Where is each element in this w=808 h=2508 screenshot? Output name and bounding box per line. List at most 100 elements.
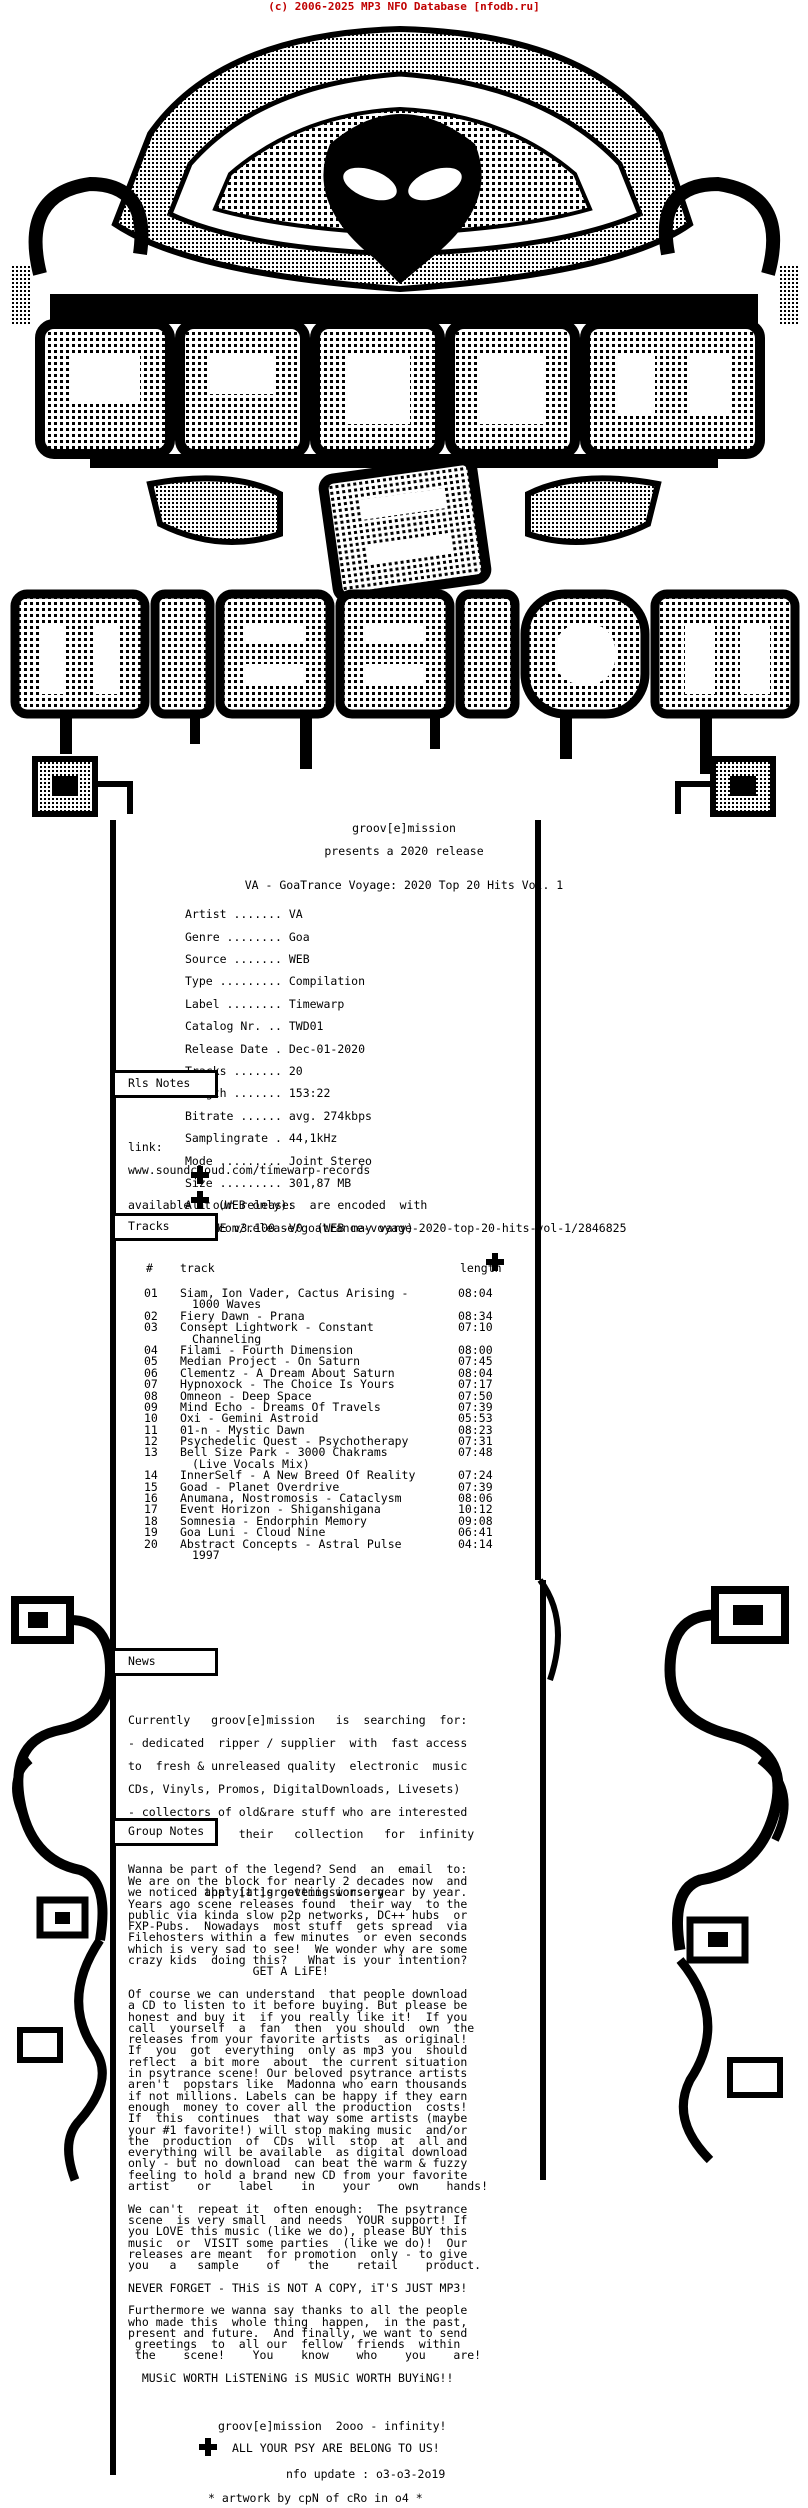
- track-number: 05: [144, 1354, 158, 1369]
- track-length: 06:41: [458, 1525, 493, 1540]
- footer-infinity: groov[e]mission 2ooo - infinity!: [218, 2419, 447, 2433]
- track-length: 08:04: [458, 1286, 493, 1300]
- track-number: 08: [144, 1388, 158, 1403]
- track-length: 08:34: [458, 1308, 493, 1323]
- group-notes-line: Years ago scene releases found their way…: [128, 1896, 468, 1911]
- group-notes-line: releases from your favorite artists as o…: [128, 2032, 468, 2047]
- group-notes-line: public via kinda slow p2p networks, DC++…: [128, 1907, 468, 1922]
- track-row: 15 Goad - Planet Overdrive 07:39: [140, 1479, 530, 1494]
- track-number: 20: [144, 1536, 158, 1551]
- left-vine-ornament: [11, 1596, 116, 2182]
- intro-group-name: groov[e]mission: [352, 821, 456, 836]
- track-number: 10: [144, 1411, 158, 1426]
- track-number: 19: [144, 1525, 158, 1540]
- group-notes-line: We can't repeat it often enough: The psy…: [128, 2201, 468, 2216]
- group-notes-line: music or VISIT some parties (like we do)…: [128, 2235, 468, 2250]
- contact-email[interactable]: apply[at]groovemission.org: [128, 1884, 385, 1899]
- group-notes-line: Filehosters within a few minutes or even…: [128, 1930, 468, 1945]
- info-samplingrate: Samplingrate . 44,1kHz: [185, 1131, 338, 1146]
- track-length: 07:24: [458, 1468, 493, 1483]
- group-notes-line: MUSiC WORTH LiSTENiNG iS MUSiC WORTH BUY…: [128, 2371, 454, 2386]
- group-notes-line: your #1 favorite!) will stop making musi…: [128, 2122, 468, 2137]
- track-number: 03: [144, 1320, 158, 1335]
- info-release-date: Release Date . Dec-01-2020: [185, 1041, 366, 1056]
- track-title: Consept Lightwork - Constant: [180, 1320, 374, 1335]
- info-bitrate: Bitrate ...... avg. 274kbps: [185, 1108, 372, 1123]
- footer-psy: ALL YOUR PSY ARE BELONG TO US!: [232, 2441, 440, 2455]
- news-line: Currently groov[e]mission is searching f…: [128, 1713, 468, 1728]
- right-rail: [535, 820, 541, 1580]
- right-vine-ornament: [537, 1578, 789, 2180]
- news-title-box: [112, 1648, 218, 1676]
- info-artist: Artist ....... VA: [185, 907, 303, 922]
- tracks-col-num: #: [146, 1261, 153, 1275]
- info-type: Type ......... Compilation: [185, 974, 366, 989]
- track-title: Mind Echo - Dreams Of Travels: [180, 1399, 381, 1414]
- track-title: Anumana, Nostromosis - Cataclysm: [180, 1491, 402, 1506]
- track-length: 07:39: [458, 1479, 493, 1494]
- track-title: Abstract Concepts - Astral Pulse: [180, 1536, 402, 1551]
- group-notes-title: Group Notes: [128, 1824, 205, 1838]
- group-notes-line: call yourself a fan then you should own …: [128, 2020, 475, 2035]
- track-title: Goad - Planet Overdrive: [180, 1479, 340, 1494]
- left-rail: [110, 820, 116, 2475]
- track-title: Filami - Fourth Dimension: [180, 1342, 354, 1357]
- group-notes-line: which is very sad to see! We wonder why …: [128, 1941, 468, 1956]
- track-title-continuation: 1000 Waves: [192, 1297, 262, 1312]
- group-notes-line: If this continues that way some artists …: [128, 2111, 468, 2126]
- rls-link-label: link:: [128, 1139, 163, 1154]
- track-number: 01: [144, 1286, 158, 1300]
- group-notes-line: aren't popstars like Madonna who earn th…: [128, 2077, 468, 2092]
- track-title: Oxi - Gemini Astroid: [180, 1411, 319, 1426]
- release-info: Artist ....... VA Genre ........ Goa Sou…: [185, 898, 427, 1245]
- track-length: 08:23: [458, 1422, 493, 1437]
- track-number: 06: [144, 1365, 158, 1380]
- group-notes-line: We are on the block for nearly 2 decades…: [128, 1874, 468, 1888]
- tracks-col-length: length: [460, 1261, 502, 1275]
- rls-notes-title-box: [112, 1070, 218, 1098]
- beatport-link[interactable]: www.beatport.com/release/goatrance-voyag…: [128, 1220, 627, 1235]
- group-notes-line: scene is very small and needs YOUR suppo…: [128, 2212, 468, 2227]
- rls-notes-body: link: www.soundcloud.com/timewarp-record…: [128, 1130, 627, 1246]
- footer-artwork: * artwork by cpN of cRo in o4 *: [208, 2491, 423, 2505]
- group-notes-line: feeling to hold a brand new CD from your…: [128, 2167, 468, 2182]
- track-number: 17: [144, 1502, 158, 1517]
- track-title: Event Horizon - Shiganshigana: [180, 1502, 381, 1517]
- track-length: 08:04: [458, 1365, 493, 1380]
- tracks-col-track: track: [180, 1261, 215, 1275]
- track-number: 02: [144, 1308, 158, 1323]
- group-notes-body: We are on the block for nearly 2 decades…: [128, 1874, 488, 2386]
- track-length: 08:06: [458, 1491, 493, 1506]
- info-encoder-note: All our releases are encoded with: [185, 1198, 428, 1213]
- rls-notes-title: Rls Notes: [128, 1076, 191, 1090]
- group-notes-line: the production of CDs will stop at all a…: [128, 2133, 468, 2148]
- news-line: to fresh & unreleased quality electronic…: [128, 1759, 468, 1774]
- track-title: Somnesia - Endorphin Memory: [180, 1513, 367, 1528]
- track-number: 07: [144, 1377, 158, 1392]
- group-notes-line: the scene! You know who you are!: [128, 2348, 482, 2363]
- group-notes-line: NEVER FORGET - THiS iS NOT A COPY, iT'S …: [128, 2280, 468, 2295]
- group-notes-line: everything will be available as digital …: [128, 2145, 468, 2160]
- track-number: 18: [144, 1513, 158, 1528]
- track-number: 15: [144, 1479, 158, 1494]
- track-number: 11: [144, 1422, 158, 1437]
- group-notes-line: a CD to listen to it before buying. But …: [128, 1998, 468, 2013]
- info-catalog: Catalog Nr. .. TWD01: [185, 1019, 324, 1034]
- soundcloud-link[interactable]: www.soundcloud.com/timewarp-records: [128, 1162, 371, 1177]
- info-genre: Genre ........ Goa: [185, 929, 310, 944]
- groove-mission-logo-art: GROOV: [10, 25, 800, 817]
- track-length: 04:14: [458, 1536, 493, 1551]
- track-length: 08:00: [458, 1342, 493, 1357]
- track-length: 07:10: [458, 1320, 493, 1335]
- group-notes-line: reflect a bit more about the current sit…: [128, 2054, 468, 2069]
- group-notes-line: honest and buy it if you really like it!…: [128, 2009, 468, 2024]
- track-length: 07:31: [458, 1434, 493, 1449]
- track-length: 09:08: [458, 1513, 493, 1528]
- track-title: Omneon - Deep Space: [180, 1388, 312, 1403]
